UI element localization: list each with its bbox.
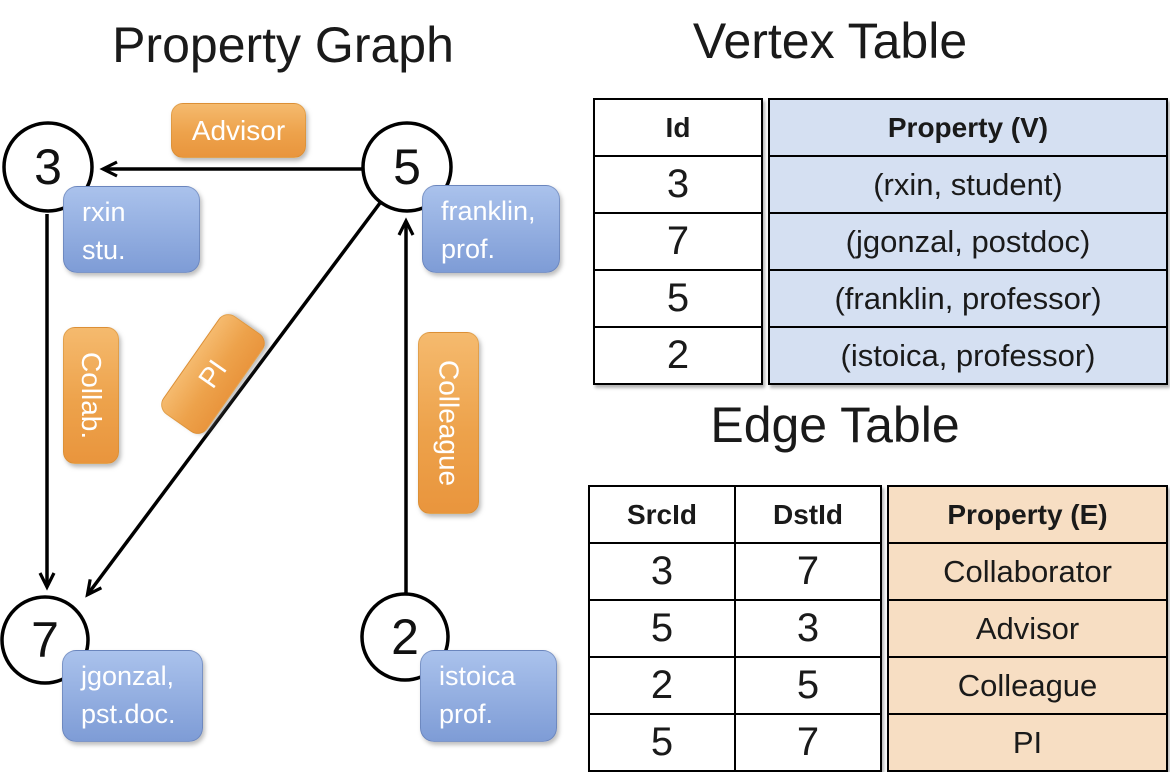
vertex-box-line2: stu. xyxy=(82,235,126,265)
property-graph-title: Property Graph xyxy=(112,17,454,73)
edge-property-cell: Advisor xyxy=(887,599,1168,658)
vertex-property-cell: (franklin, professor) xyxy=(768,269,1168,328)
edge-dst-cell: 7 xyxy=(734,713,882,772)
edge-table-ids-columns: SrcId DstId 3 7 5 3 2 5 5 7 xyxy=(588,485,882,772)
vertex-id-header: Id xyxy=(593,98,763,157)
vertex-id-cell: 5 xyxy=(593,269,763,328)
vertex-property-header: Property (V) xyxy=(768,98,1168,157)
vertex-property-cell: (rxin, student) xyxy=(768,155,1168,214)
edge-property-cell: Colleague xyxy=(887,656,1168,715)
node-3-label: 3 xyxy=(34,139,62,195)
vertex-property-cell: (jgonzal, postdoc) xyxy=(768,212,1168,271)
node-2-label: 2 xyxy=(391,609,419,665)
vertex-box-line2: prof. xyxy=(441,234,496,264)
edge-property-header: Property (E) xyxy=(887,485,1168,544)
edge-src-cell: 2 xyxy=(588,656,736,715)
edge-dst-cell: 7 xyxy=(734,542,882,601)
edge-table-title: Edge Table xyxy=(710,397,960,453)
edge-dst-cell: 5 xyxy=(734,656,882,715)
edge-srcid-header: SrcId xyxy=(588,485,736,544)
edge-src-cell: 3 xyxy=(588,542,736,601)
vertex-table-id-column: Id 3 7 5 2 xyxy=(593,98,763,385)
node-7-label: 7 xyxy=(31,612,59,668)
edge-label-advisor: Advisor xyxy=(171,103,306,158)
edge-table-property-column: Property (E) Collaborator Advisor Collea… xyxy=(887,485,1168,772)
vertex-box-line1: istoica xyxy=(439,661,516,691)
edge-pi-arrow xyxy=(85,201,382,598)
edge-label-collab: Collab. xyxy=(63,327,119,464)
vertex-id-cell: 3 xyxy=(593,155,763,214)
vertex-box-line1: rxin xyxy=(82,197,126,227)
vertex-box-line2: pst.doc. xyxy=(81,699,176,729)
edge-property-cell: Collaborator xyxy=(887,542,1168,601)
vertex-box-line1: jgonzal, xyxy=(81,661,175,691)
vertex-box-jgonzal: jgonzal, pst.doc. xyxy=(62,650,203,742)
vertex-table-property-column: Property (V) (rxin, student) (jgonzal, p… xyxy=(768,98,1168,385)
edge-dstid-header: DstId xyxy=(734,485,882,544)
edge-src-cell: 5 xyxy=(588,599,736,658)
vertex-box-rxin: rxin stu. xyxy=(63,186,200,273)
vertex-id-cell: 7 xyxy=(593,212,763,271)
vertex-box-franklin: franklin, prof. xyxy=(422,185,560,273)
edge-src-cell: 5 xyxy=(588,713,736,772)
vertex-box-line2: prof. xyxy=(439,699,494,729)
vertex-box-line1: franklin, xyxy=(441,196,536,226)
node-5-label: 5 xyxy=(393,139,421,195)
vertex-table-title: Vertex Table xyxy=(692,13,968,69)
edge-label-colleague: Colleague xyxy=(418,332,479,514)
edge-dst-cell: 3 xyxy=(734,599,882,658)
vertex-property-cell: (istoica, professor) xyxy=(768,326,1168,385)
edge-property-cell: PI xyxy=(887,713,1168,772)
vertex-box-istoica: istoica prof. xyxy=(420,650,557,742)
vertex-id-cell: 2 xyxy=(593,326,763,385)
